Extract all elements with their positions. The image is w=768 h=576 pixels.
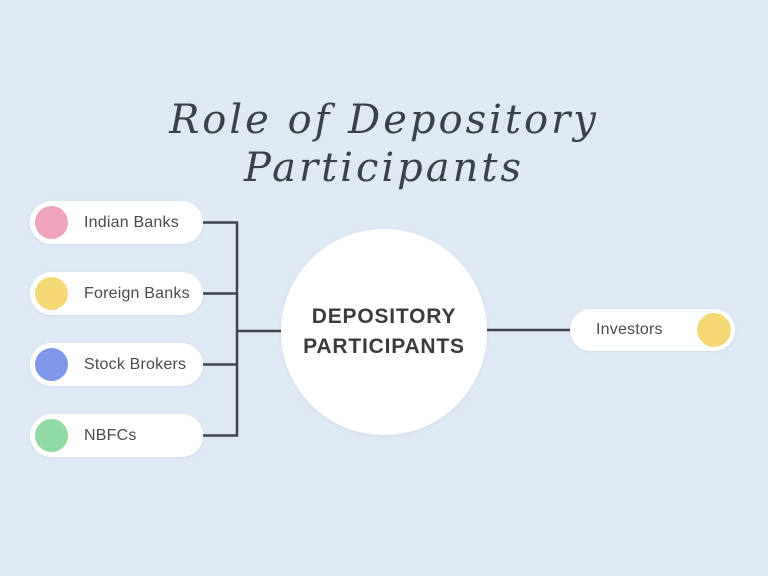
node-nbfcs: NBFCs [30, 414, 203, 457]
diagram-title: Role of Depository Participants [0, 96, 768, 192]
connector-group [201, 221, 574, 437]
node-label: Stock Brokers [84, 355, 187, 373]
node-label: Indian Banks [84, 213, 179, 231]
node-investors: Investors [570, 309, 735, 351]
node-indian-banks: Indian Banks [30, 201, 203, 244]
node-label: Foreign Banks [84, 284, 190, 302]
node-foreign-banks: Foreign Banks [30, 272, 203, 315]
diagram-title-line2: Participants [244, 145, 524, 191]
center-node-label-line2: PARTICIPANTS [303, 335, 465, 358]
blue-dot-icon [35, 348, 68, 381]
green-dot-icon [35, 419, 68, 452]
diagram-title-line1: Role of Depository [169, 97, 599, 143]
yellow-dot-icon [35, 277, 68, 310]
node-label: NBFCs [84, 426, 137, 444]
yellow-dot-icon [697, 313, 731, 347]
node-depository-participants: DEPOSITORY PARTICIPANTS [281, 229, 487, 435]
pink-dot-icon [35, 206, 68, 239]
node-stock-brokers: Stock Brokers [30, 343, 203, 386]
center-node-label-line1: DEPOSITORY [311, 305, 457, 328]
node-label: Investors [596, 321, 663, 338]
